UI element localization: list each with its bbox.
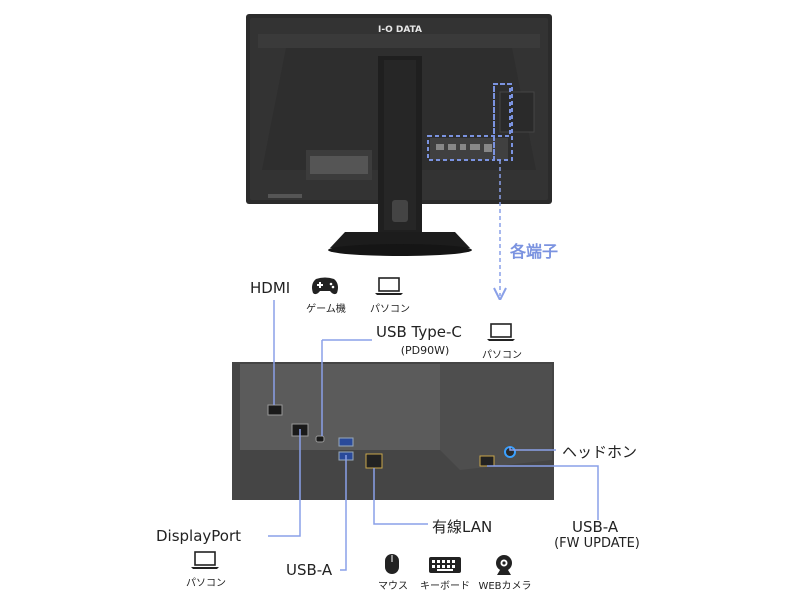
usba-label: USB-A bbox=[286, 561, 333, 579]
headphone-label: ヘッドホン bbox=[562, 443, 638, 461]
usbc-sublabel: (PD90W) bbox=[400, 344, 450, 357]
usba-fw-label: USB-A bbox=[572, 518, 619, 536]
mouse-icon bbox=[385, 554, 399, 574]
laptop-icon bbox=[375, 277, 403, 295]
usba-device-mouse: マウス bbox=[378, 581, 408, 592]
brand-logo: I-O DATA bbox=[378, 25, 422, 35]
monitor-rear-illustration: I-O DATA bbox=[246, 14, 552, 300]
ports-arrow-label: 各端子 bbox=[510, 242, 559, 261]
usbc-device-pc: パソコン bbox=[482, 350, 522, 361]
displayport-device-pc: パソコン bbox=[186, 578, 226, 589]
displayport-label: DisplayPort bbox=[156, 527, 242, 545]
usba-device-webcam: WEBカメラ bbox=[478, 581, 532, 592]
laptop-icon bbox=[191, 551, 219, 569]
hdmi-label: HDMI bbox=[250, 279, 291, 297]
laptop-icon bbox=[487, 323, 515, 341]
hdmi-device-game: ゲーム機 bbox=[306, 304, 346, 315]
gamepad-icon bbox=[312, 277, 338, 295]
usbc-label: USB Type-C bbox=[376, 323, 462, 341]
keyboard-icon bbox=[429, 557, 461, 573]
hdmi-device-pc: パソコン bbox=[370, 304, 410, 315]
usba-fw-sublabel: (FW UPDATE) bbox=[554, 536, 640, 551]
usba-device-keyboard: キーボード bbox=[420, 581, 470, 592]
lan-label: 有線LAN bbox=[432, 518, 493, 536]
webcam-icon bbox=[496, 555, 512, 575]
port-closeup-illustration bbox=[232, 300, 599, 571]
